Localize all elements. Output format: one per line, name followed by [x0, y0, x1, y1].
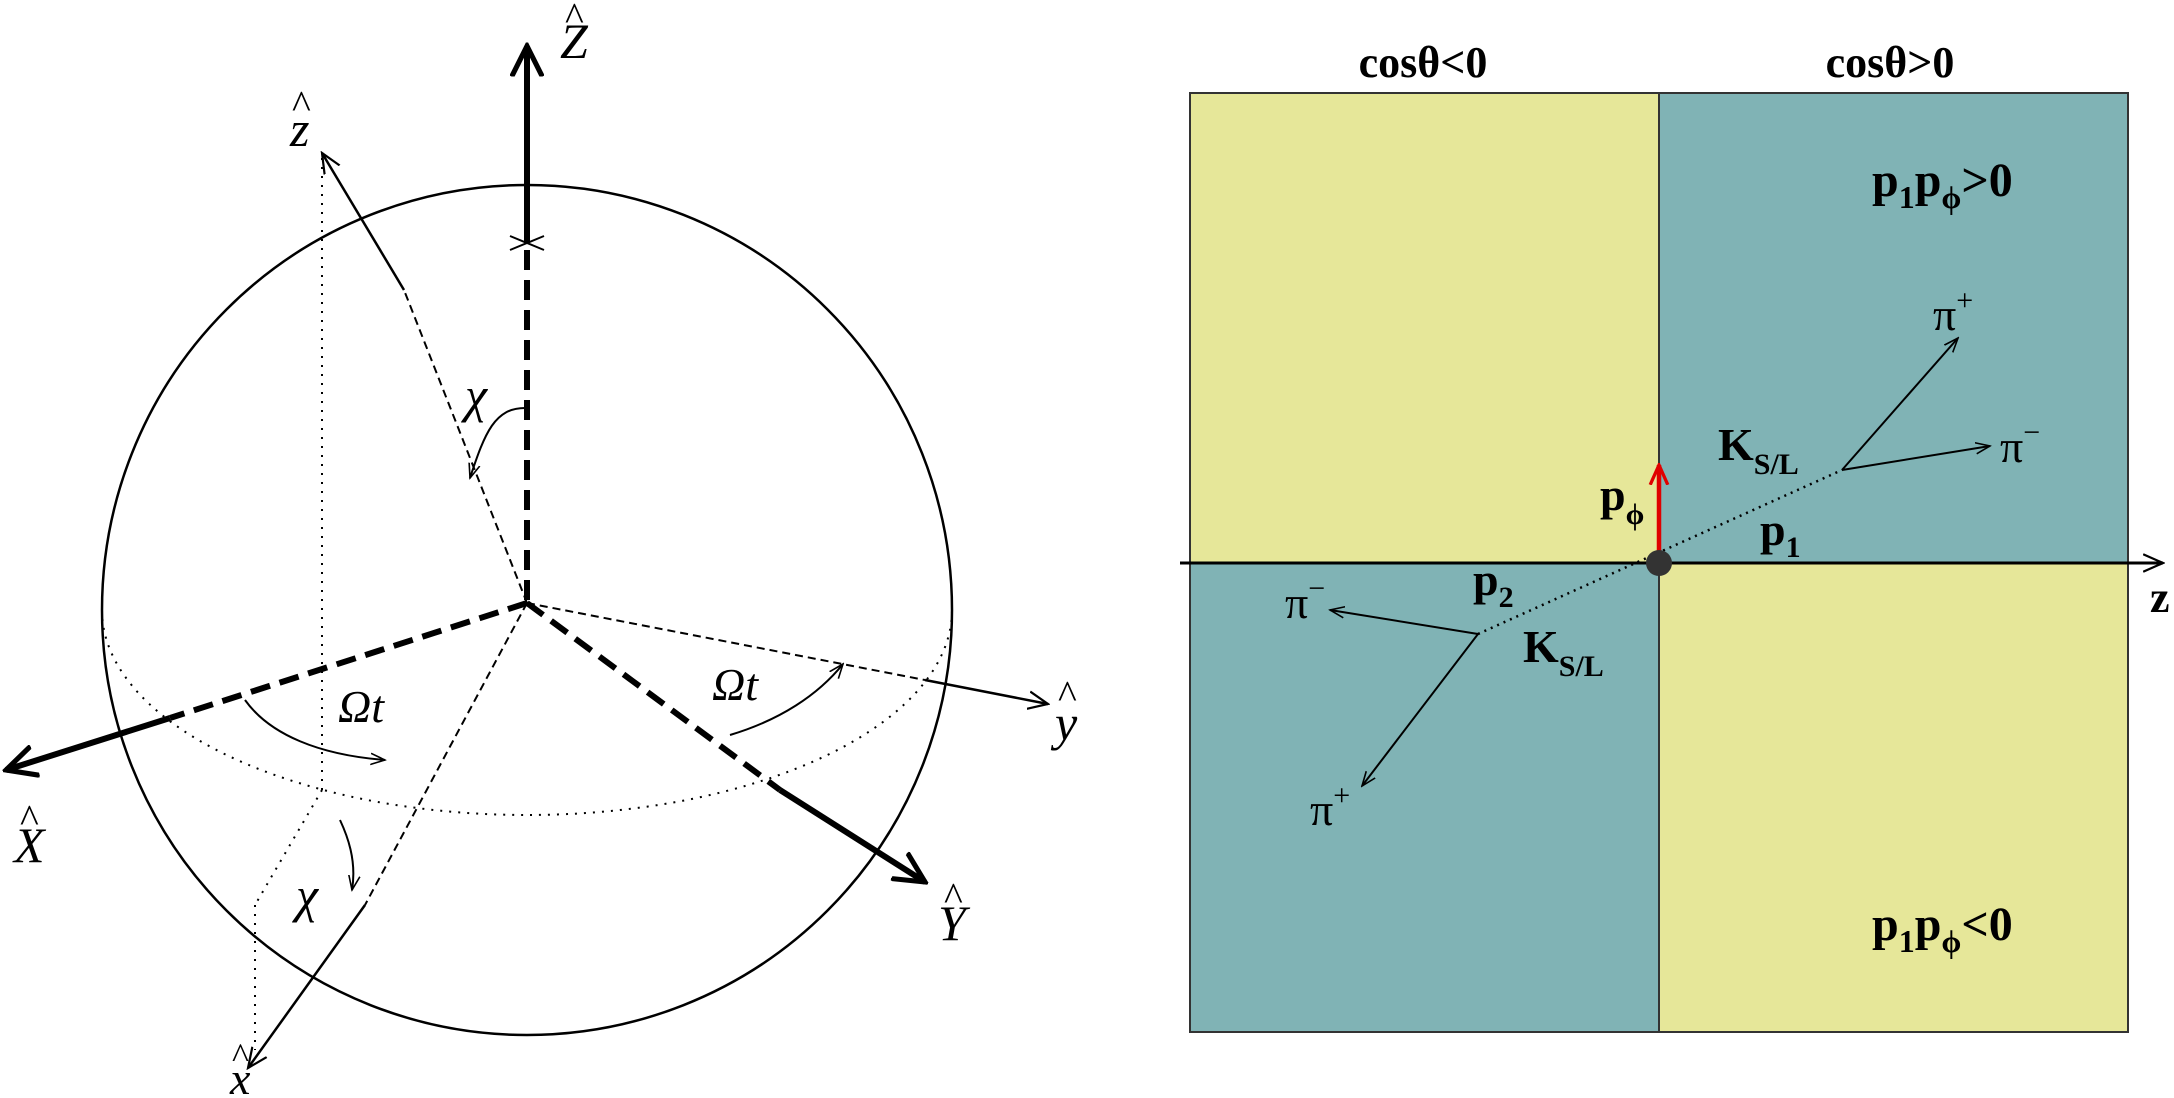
quadrant-bottom-right — [1659, 563, 2128, 1032]
interaction-vertex — [1646, 550, 1672, 576]
x-axis-outer — [248, 904, 367, 1068]
rotating-frame-diagram: Z ^ z ^ X ^ x ^ Y ^ y ^ χ χ Ωt Ωt — [6, 0, 1078, 1098]
pi-plus-upper-track — [1841, 338, 1958, 471]
ks-label-upper: KS/L — [1718, 419, 1799, 481]
chi-angle-arc-top — [470, 407, 526, 478]
pi-minus-lower-track — [1330, 610, 1479, 635]
omega-angle-arc-right — [729, 664, 843, 736]
label-p1pphi-positive: p1pϕ>0 — [1872, 154, 2013, 215]
pi-plus-lower-track — [1362, 633, 1479, 786]
Z-axis-crossmark — [509, 235, 545, 251]
p2-label: p2 — [1473, 554, 1514, 614]
X-axis-inner — [169, 600, 528, 721]
z-hat-caret: ^ — [292, 82, 311, 127]
Y-hat-label: Y — [938, 895, 971, 951]
chi-label-top: χ — [461, 367, 489, 423]
x-axis-inner — [364, 602, 528, 906]
p-phi-label: pϕ — [1600, 469, 1644, 531]
p1-label: p1 — [1760, 504, 1801, 564]
Z-hat-caret: ^ — [565, 0, 584, 39]
omega-angle-arc-left — [244, 699, 385, 760]
header-cos-negative: cosθ<0 — [1359, 38, 1488, 87]
X-hat-label: X — [12, 817, 47, 873]
Y-hat-caret: ^ — [944, 874, 963, 919]
equator-dotted — [101, 609, 953, 816]
quadrant-diagram: cosθ<0 cosθ>0 p1pϕ>0 p1pϕ<0 z pϕ p1 p2 K… — [1180, 38, 2170, 1033]
chi-angle-arc-bottom — [339, 819, 353, 890]
z-axis-label: z — [2150, 573, 2170, 622]
pi-plus-upper-label: π+ — [1933, 284, 1973, 340]
omega-t-label-left: Ωt — [338, 681, 385, 732]
Y-axis-outer — [778, 787, 925, 882]
chi-label-bottom: χ — [292, 867, 320, 923]
z-hat-label: z — [289, 101, 309, 157]
y-hat-caret: ^ — [1058, 672, 1077, 717]
X-axis-outer — [6, 715, 171, 770]
z-axis-inner — [403, 289, 528, 604]
projection-lines — [254, 158, 323, 1050]
quadrant-top-right — [1659, 93, 2128, 563]
X-hat-caret: ^ — [20, 796, 39, 841]
y-axis-inner — [526, 602, 926, 681]
ks-label-lower: KS/L — [1523, 621, 1604, 683]
Y-axis-inner — [525, 600, 782, 793]
pi-minus-lower-label: π− — [1285, 572, 1325, 628]
pi-minus-upper-label: π− — [2000, 416, 2040, 472]
z-axis-outer — [322, 153, 406, 291]
x-hat-caret: ^ — [232, 1036, 249, 1076]
y-hat-label: y — [1050, 695, 1078, 751]
quadrant-top-left — [1190, 93, 1659, 563]
omega-t-label-right: Ωt — [712, 659, 759, 710]
pi-minus-upper-track — [1841, 446, 1990, 471]
label-p1pphi-negative: p1pϕ<0 — [1872, 898, 2013, 959]
header-cos-positive: cosθ>0 — [1826, 38, 1955, 87]
pi-plus-lower-label: π+ — [1310, 779, 1350, 835]
Z-hat-label: Z — [560, 13, 589, 69]
x-hat-label: x — [229, 1053, 251, 1098]
quadrant-bottom-left — [1190, 563, 1659, 1032]
y-axis-outer — [924, 678, 1048, 704]
